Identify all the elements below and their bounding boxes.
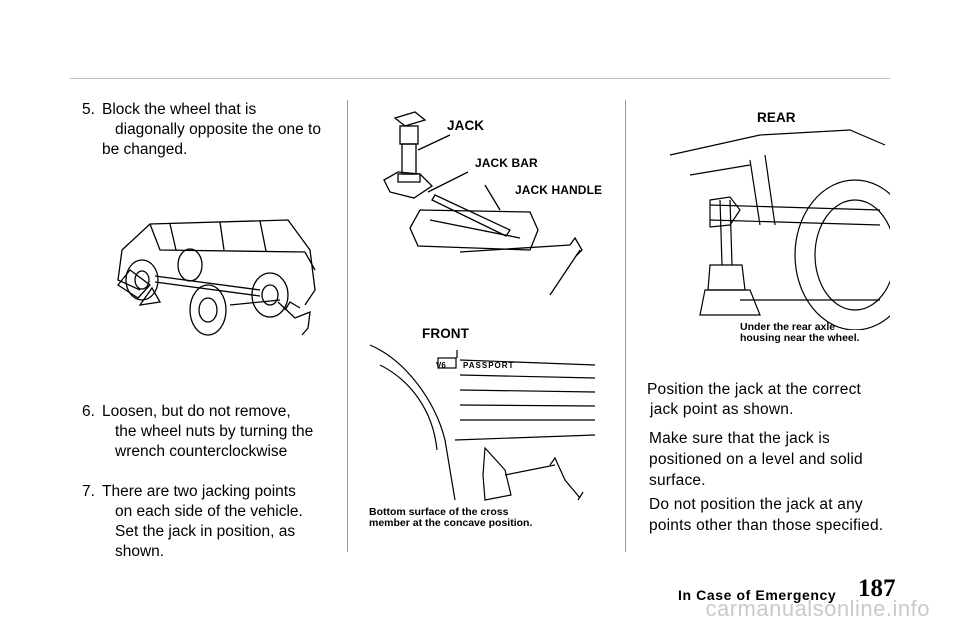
column-divider-right bbox=[625, 100, 626, 552]
step-5: 5. Block the wheel that is diagonally op… bbox=[82, 100, 342, 160]
front-caption: Bottom surface of the cross member at th… bbox=[369, 507, 532, 529]
watermark: carmanualsonline.info bbox=[705, 596, 930, 621]
front-caption-line-1: Bottom surface of the cross bbox=[369, 506, 509, 518]
label-passport: PASSPORT bbox=[463, 361, 515, 370]
step-5-number: 5. bbox=[82, 101, 95, 118]
label-v6: V6 bbox=[436, 361, 446, 370]
step-7-line-4: shown. bbox=[115, 543, 165, 560]
step-7: 7. There are two jacking points on each … bbox=[82, 482, 342, 562]
label-front: FRONT bbox=[422, 326, 469, 341]
step-5-line-1: Block the wheel that is bbox=[102, 101, 257, 118]
front-caption-line-2: member at the concave position. bbox=[369, 517, 533, 529]
top-rule bbox=[70, 78, 890, 79]
right-paragraph-3: Do not position the jack at any points o… bbox=[649, 494, 883, 536]
rear-caption-line-2: housing near the wheel. bbox=[740, 332, 860, 344]
front-jack-point-illustration bbox=[369, 344, 596, 501]
step-6-number: 6. bbox=[82, 403, 95, 420]
right-p1-line-2: jack point as shown. bbox=[650, 401, 794, 418]
label-jack-bar: JACK BAR bbox=[475, 156, 538, 170]
label-jack: JACK bbox=[447, 118, 485, 133]
right-p3-line-2: points other than those specified. bbox=[649, 517, 884, 534]
right-p1-line-1: Position the jack at the correct bbox=[647, 381, 862, 398]
column-divider-left bbox=[347, 100, 348, 552]
right-p2-line-1: Make sure that the jack is bbox=[649, 430, 830, 447]
wheel-blocked-car-illustration bbox=[117, 219, 316, 336]
step-7-line-1: There are two jacking points bbox=[102, 483, 296, 500]
step-7-number: 7. bbox=[82, 483, 95, 500]
right-paragraph-1: Position the jack at the correct jack po… bbox=[647, 380, 861, 420]
right-p3-line-1: Do not position the jack at any bbox=[649, 496, 863, 513]
section-footer: In Case of Emergency bbox=[678, 587, 837, 603]
step-6-line-2: the wheel nuts by turning the bbox=[115, 423, 314, 440]
right-p2-line-2: positioned on a level and solid bbox=[649, 451, 863, 468]
label-rear: REAR bbox=[757, 110, 796, 125]
rear-jack-point-illustration bbox=[669, 129, 890, 330]
rear-caption: Under the rear axle housing near the whe… bbox=[740, 322, 860, 344]
step-6-line-3: wrench counterclockwise bbox=[115, 443, 288, 460]
rear-caption-line-1: Under the rear axle bbox=[740, 321, 836, 333]
right-paragraph-2: Make sure that the jack is positioned on… bbox=[649, 428, 863, 491]
label-jack-handle: JACK HANDLE bbox=[515, 183, 603, 197]
step-5-line-3: be changed. bbox=[102, 141, 188, 158]
step-7-line-3: Set the jack in position, as bbox=[115, 523, 296, 540]
right-p2-line-3: surface. bbox=[649, 472, 706, 489]
step-7-line-2: on each side of the vehicle. bbox=[115, 503, 303, 520]
jack-tools-illustration bbox=[383, 111, 583, 296]
step-6: 6. Loosen, but do not remove, the wheel … bbox=[82, 402, 342, 462]
page-number: 187 bbox=[858, 575, 896, 602]
step-5-line-2: diagonally opposite the one to bbox=[115, 121, 321, 138]
step-6-line-1: Loosen, but do not remove, bbox=[102, 403, 291, 420]
